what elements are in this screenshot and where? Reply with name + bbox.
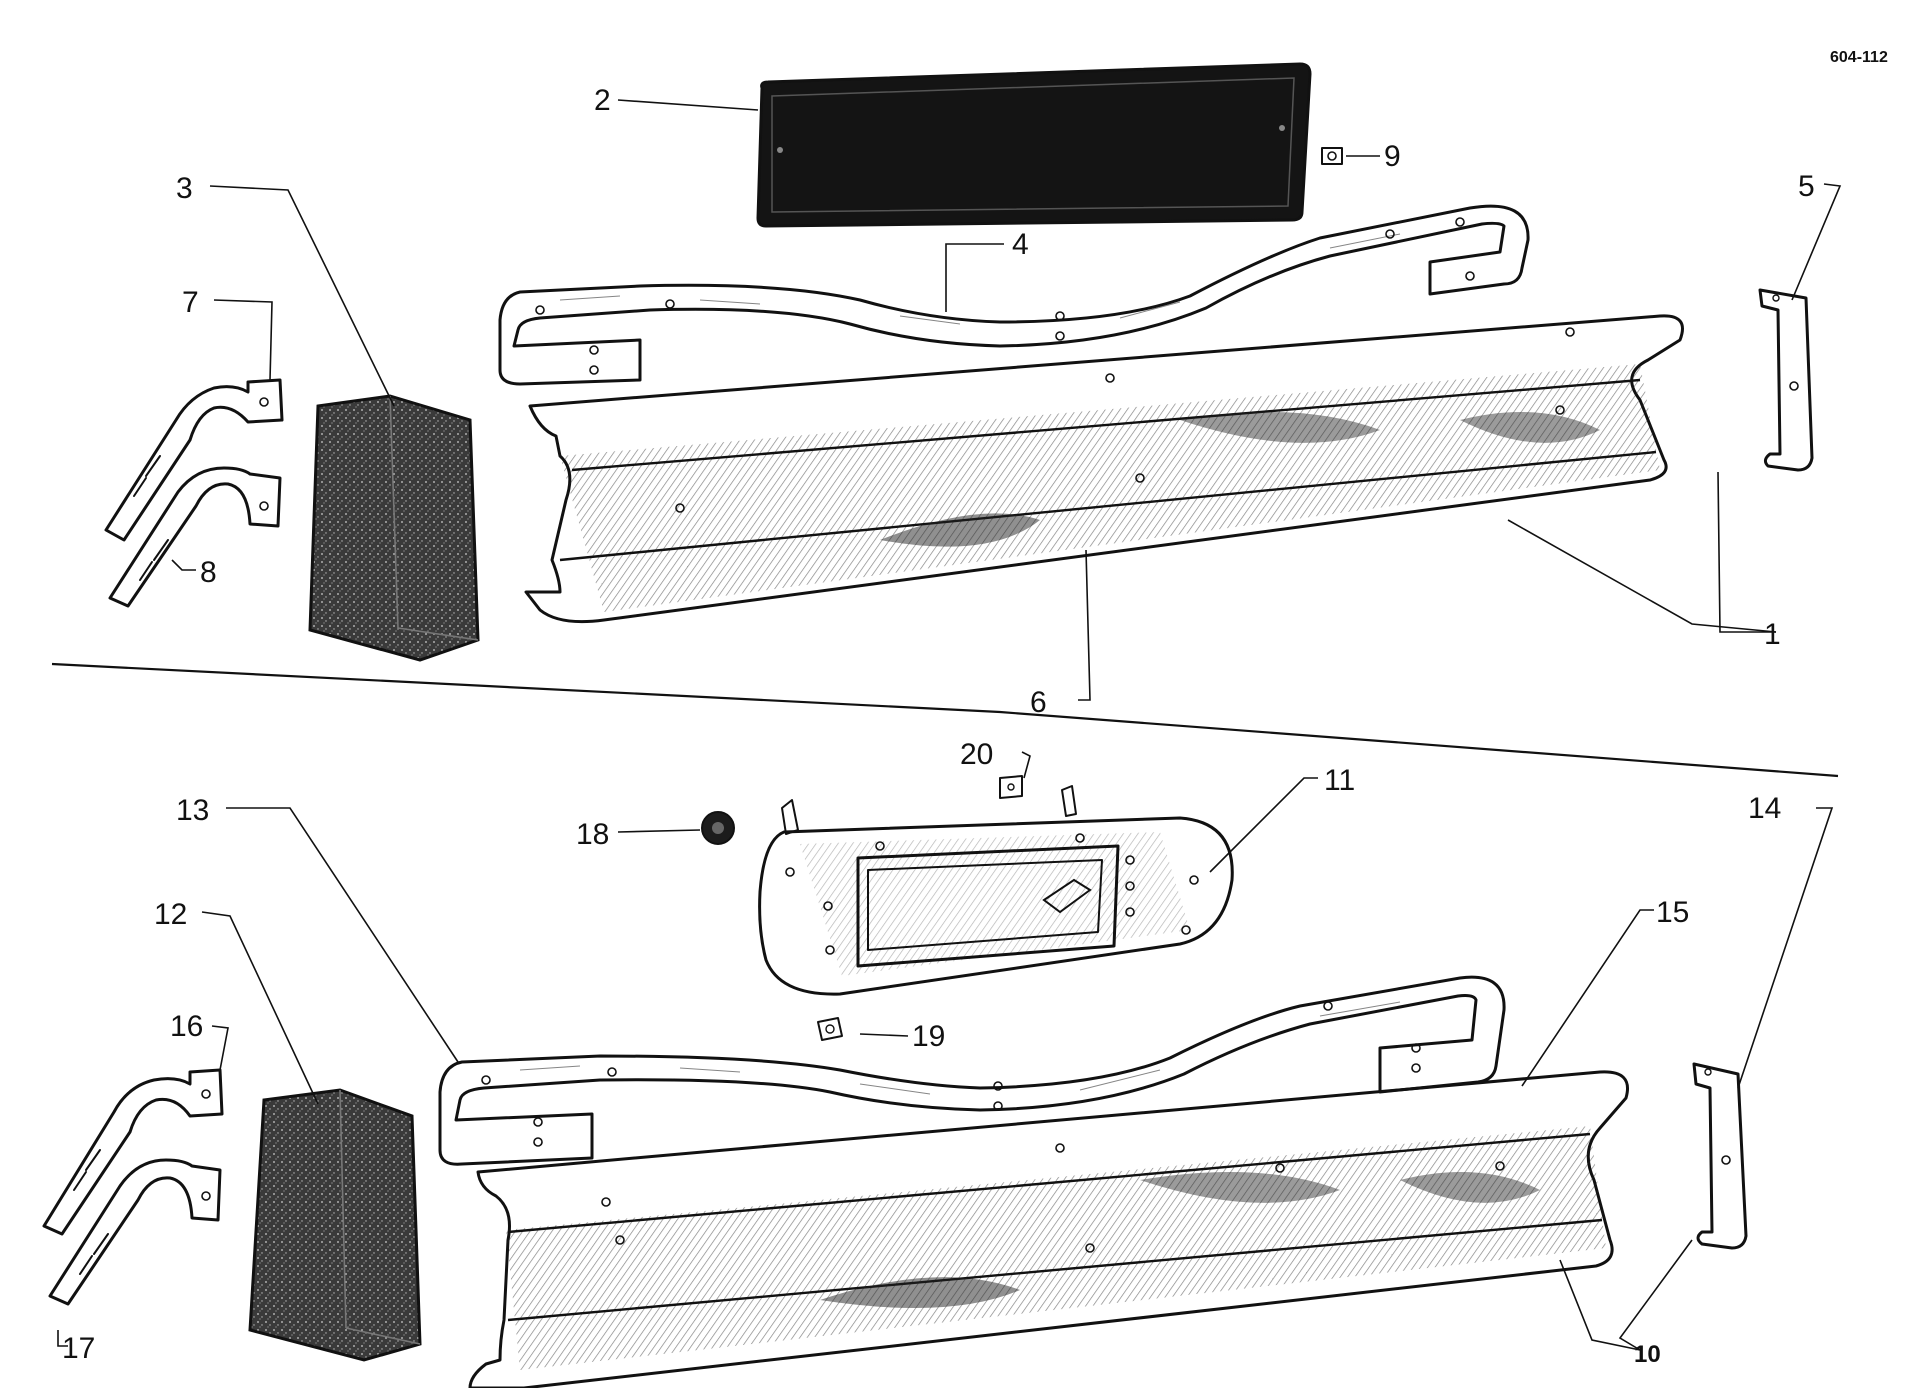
callout-9: 9 [1384, 140, 1401, 173]
callout-labels: 2 9 3 4 5 7 8 1 6 20 11 18 13 14 12 15 1… [62, 84, 1815, 1368]
part-10-bumper [468, 1070, 1629, 1388]
callout-13: 13 [176, 794, 209, 827]
part-16-bracket [42, 1068, 224, 1236]
part-5-side-bracket [1758, 288, 1814, 472]
part-12-foam-block [248, 1088, 422, 1362]
callout-18: 18 [576, 818, 609, 851]
callout-19: 19 [912, 1020, 945, 1053]
callout-5: 5 [1798, 170, 1815, 203]
part-14-side-bracket [1692, 1062, 1748, 1250]
top-leaders [171, 99, 1842, 701]
callout-14: 14 [1748, 792, 1781, 825]
callout-1: 1 [1764, 618, 1781, 651]
part-2-plate [756, 62, 1312, 228]
part-11-plate-frame [758, 785, 1234, 996]
callout-6: 6 [1030, 686, 1047, 719]
callout-8: 8 [200, 556, 217, 589]
callout-11: 11 [1324, 764, 1355, 797]
part-17-bracket [48, 1158, 222, 1306]
callout-10: 10 [1634, 1341, 1661, 1368]
bottom-leaders [57, 751, 1834, 1351]
part-9-nut [1321, 147, 1343, 165]
part-4-bracket-bar [498, 204, 1530, 386]
part-7-bracket [104, 378, 284, 542]
callout-15: 15 [1656, 896, 1689, 929]
section-divider [51, 662, 1839, 778]
part-8-bracket [108, 466, 282, 608]
drawing-code: 604-112 [1830, 49, 1888, 66]
part-18-grommet [701, 811, 735, 845]
callout-17: 17 [62, 1332, 95, 1365]
callout-16: 16 [170, 1010, 203, 1043]
part-20-clip [999, 775, 1023, 799]
part-3-foam-block [308, 394, 480, 662]
callout-4: 4 [1012, 228, 1029, 261]
part-19-nut [817, 1017, 843, 1041]
part-1-bumper [524, 314, 1684, 624]
callout-12: 12 [154, 898, 187, 931]
part-13-bracket-bar [438, 975, 1506, 1166]
callout-3: 3 [176, 172, 193, 205]
callout-2: 2 [594, 84, 611, 117]
callout-7: 7 [182, 286, 199, 319]
callout-20: 20 [960, 738, 993, 771]
